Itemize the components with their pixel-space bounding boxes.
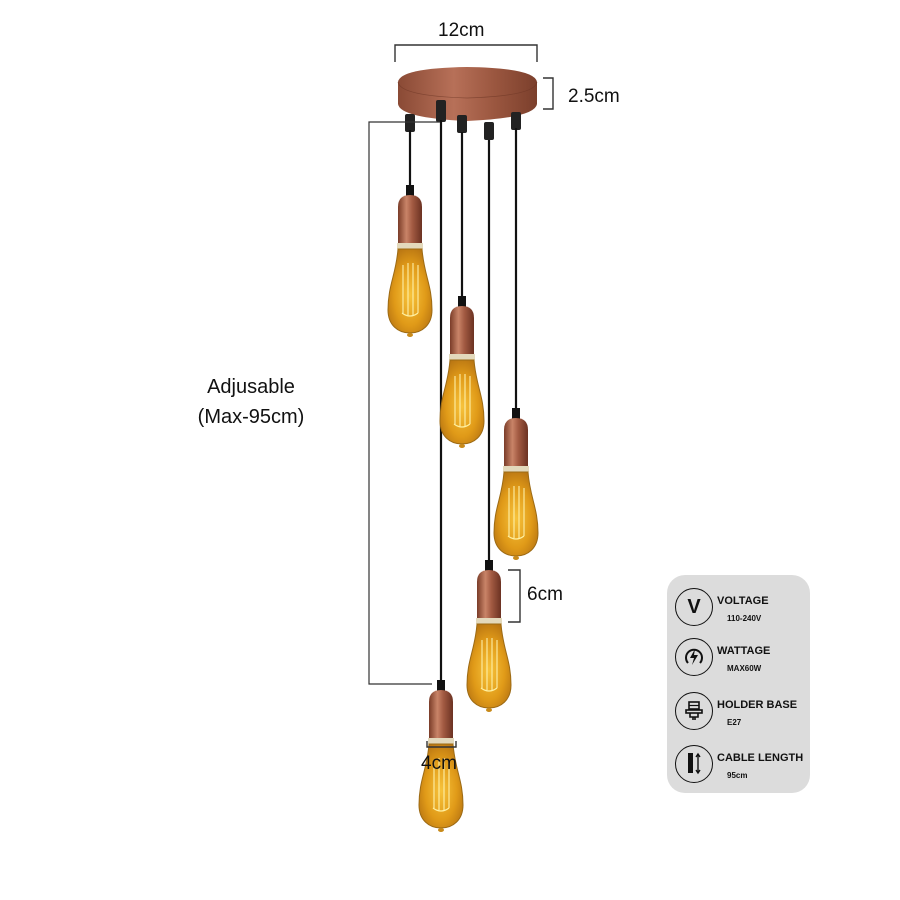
holder-base-icon xyxy=(675,692,713,730)
spec-title: CABLE LENGTH xyxy=(717,752,804,764)
spec-title: HOLDER BASE xyxy=(717,699,798,711)
canopy-width-bracket xyxy=(394,44,538,62)
cable-length-bracket xyxy=(368,121,440,685)
canopy-height-label: 2.5cm xyxy=(568,86,620,107)
cable-length-icon xyxy=(675,745,713,783)
spec-cable-length: CABLE LENGTH 95cm xyxy=(675,745,810,789)
spec-holder-base: HOLDER BASE E27 xyxy=(675,692,810,736)
spec-title: VOLTAGE xyxy=(717,595,769,607)
spec-title: WATTAGE xyxy=(717,645,771,657)
spec-value: 110-240V xyxy=(727,614,762,623)
adjustable-cable-note: Adjusable (Max-95cm) xyxy=(176,372,326,432)
canopy-height-bracket xyxy=(543,77,554,110)
max-length-label: (Max-95cm) xyxy=(197,406,305,428)
holder-width-bracket xyxy=(426,741,457,748)
spec-value: E27 xyxy=(727,718,742,727)
canopy-width-label: 12cm xyxy=(438,20,485,41)
holder-height-bracket xyxy=(508,569,521,623)
spec-value: MAX60W xyxy=(727,664,762,673)
wattage-icon xyxy=(675,638,713,676)
adjustable-label: Adjusable xyxy=(207,376,295,398)
voltage-icon: V xyxy=(675,588,713,626)
holder-height-label: 6cm xyxy=(527,584,563,605)
spec-value: 95cm xyxy=(727,771,748,780)
ceiling-canopy xyxy=(398,67,537,121)
spec-card: V VOLTAGE 110-240V WATTAGE MAX60W HOLDER… xyxy=(667,575,810,793)
spec-voltage: V VOLTAGE 110-240V xyxy=(675,588,810,632)
holder-width-label: 4cm xyxy=(421,753,457,774)
spec-wattage: WATTAGE MAX60W xyxy=(675,638,810,682)
